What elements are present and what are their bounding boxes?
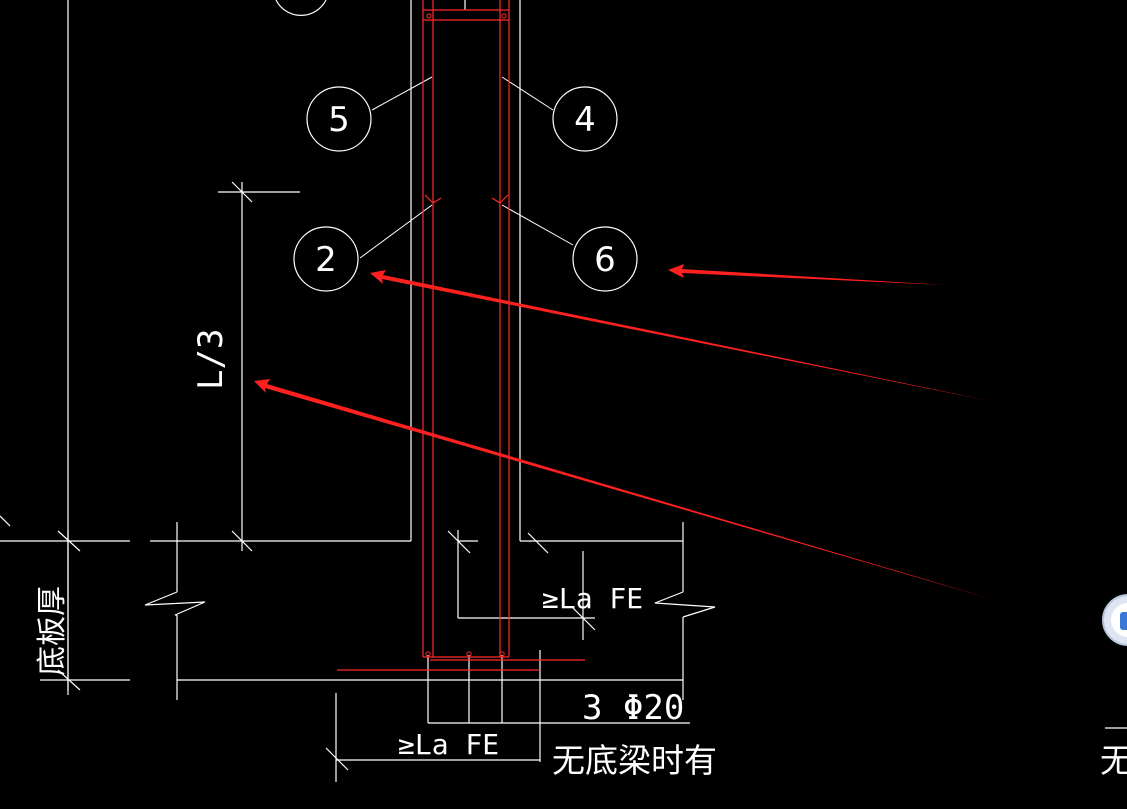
rebar-spec-label: 3 Φ20 <box>582 688 684 728</box>
annotation-arrows <box>254 264 995 600</box>
callout-4-label: 4 <box>574 100 596 140</box>
anchorage-label-upper: ≥La FE <box>542 582 643 615</box>
callout-leaders <box>359 76 574 259</box>
anchorage-label-lower: ≥La FE <box>398 728 499 761</box>
arrow-to-callout-2 <box>370 270 995 402</box>
rebar-dots <box>425 13 507 657</box>
note-label: 无底梁时有 <box>552 741 717 780</box>
callout-5-label: 5 <box>328 100 350 140</box>
callout-partial-top <box>275 0 327 16</box>
slab-thickness-label: 底板厚 <box>35 586 70 676</box>
arrow-to-callout-6 <box>668 264 945 285</box>
callout-5[interactable]: 5 <box>306 86 372 152</box>
widget-icon <box>1120 612 1127 630</box>
rebar-lines <box>337 0 585 671</box>
structure-lines <box>0 0 1127 782</box>
callout-6-label: 6 <box>594 240 616 280</box>
arrow-to-l3-dimension <box>254 379 995 600</box>
callout-2-label: 2 <box>315 240 337 280</box>
floating-assistant-widget[interactable] <box>1102 594 1127 646</box>
callout-4[interactable]: 4 <box>552 86 618 152</box>
dimension-l3-label: L/3 <box>191 329 231 390</box>
callout-6[interactable]: 6 <box>572 226 638 292</box>
callout-2[interactable]: 2 <box>293 226 359 292</box>
cut-off-label: 无 <box>1100 741 1127 780</box>
